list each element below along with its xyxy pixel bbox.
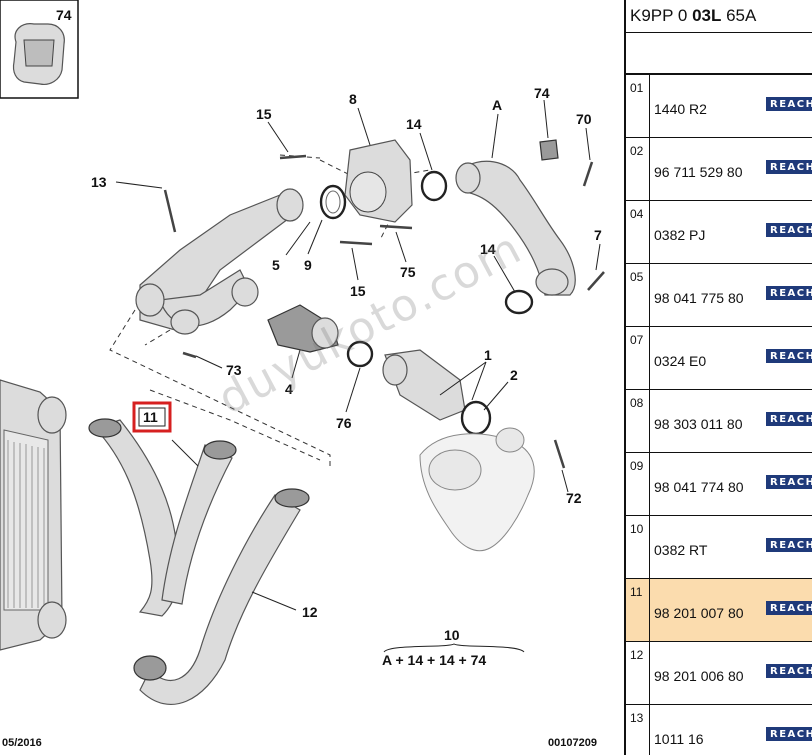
callout-7[interactable]: 7 <box>594 227 602 243</box>
part-reference: 0382 PJ <box>654 227 706 243</box>
row-index: 08 <box>626 390 650 452</box>
reach-badge[interactable]: REACH <box>766 475 812 489</box>
callout-74[interactable]: 74 <box>534 85 550 101</box>
reach-badge[interactable]: REACH <box>766 223 812 237</box>
turbocharger <box>419 427 535 552</box>
footer-date: 05/2016 <box>2 737 42 749</box>
callout-10: 10 <box>444 627 460 643</box>
hose-12[interactable] <box>133 488 310 706</box>
svg-text:11: 11 <box>143 409 158 425</box>
callout-13[interactable]: 13 <box>91 174 107 190</box>
kit-formula: A + 14 + 14 + 74 <box>382 652 486 668</box>
callout-8[interactable]: 8 <box>349 91 357 107</box>
callout-5[interactable]: 5 <box>272 257 280 273</box>
leader-lines <box>115 99 601 611</box>
o-ring-2 <box>460 400 492 436</box>
callout-73[interactable]: 73 <box>226 362 242 378</box>
part-reference: 98 201 007 80 <box>654 605 744 621</box>
kit-10-label[interactable]: 10 A + 14 + 14 + 74 <box>382 627 525 668</box>
part-reference: 1011 16 <box>654 731 704 747</box>
callout-72[interactable]: 72 <box>566 490 582 506</box>
throttle-body-8[interactable] <box>344 139 413 223</box>
o-ring-14-top <box>420 170 448 202</box>
part-reference: 0324 E0 <box>654 353 707 369</box>
part-reference: 0382 RT <box>654 542 708 558</box>
part-reference: 98 303 011 80 <box>654 416 743 432</box>
callout-14-top[interactable]: 14 <box>406 116 422 132</box>
header-spacer <box>626 33 812 75</box>
seal-9 <box>319 184 347 220</box>
callout-15-top[interactable]: 15 <box>256 106 272 122</box>
callout-11-highlighted[interactable]: 11 <box>132 401 172 433</box>
row-index: 02 <box>626 138 650 200</box>
intake-pipe-5[interactable] <box>135 188 304 335</box>
bolts <box>163 154 605 469</box>
reach-badge[interactable]: REACH <box>766 664 812 678</box>
part-reference: 96 711 529 80 <box>654 164 743 180</box>
row-index: 07 <box>626 327 650 389</box>
seal-76 <box>346 340 374 368</box>
part-reference: 98 201 006 80 <box>654 668 744 684</box>
reach-badge[interactable]: REACH <box>766 286 812 300</box>
callout-70[interactable]: 70 <box>576 111 592 127</box>
o-ring-14-lower <box>504 289 534 315</box>
part-reference: 1440 R2 <box>654 101 707 117</box>
footer-reference: 00107209 <box>548 737 597 749</box>
callout-9[interactable]: 9 <box>304 257 312 273</box>
row-index: 01 <box>626 75 650 137</box>
callout-A[interactable]: A <box>492 97 502 113</box>
callout-12[interactable]: 12 <box>302 604 318 620</box>
diagram-canvas: 74 <box>0 0 605 706</box>
reach-badge[interactable]: REACH <box>766 601 812 615</box>
elbow-1[interactable] <box>382 349 466 421</box>
row-index: 10 <box>626 516 650 578</box>
callout-75[interactable]: 75 <box>400 264 416 280</box>
row-index: 12 <box>626 642 650 704</box>
part-reference: 98 041 775 80 <box>654 290 744 306</box>
exploded-parts-diagram: 74 <box>0 0 605 749</box>
callout-15-lower[interactable]: 15 <box>350 283 366 299</box>
row-index: 13 <box>626 705 650 755</box>
reach-badge[interactable]: REACH <box>766 160 812 174</box>
pipe-A[interactable] <box>455 139 576 296</box>
reach-badge[interactable]: REACH <box>766 349 812 363</box>
row-index: 05 <box>626 264 650 326</box>
reach-badge[interactable]: REACH <box>766 97 812 111</box>
reach-badge[interactable]: REACH <box>766 727 812 741</box>
coupler-4[interactable] <box>267 304 339 353</box>
callout-14-lower[interactable]: 14 <box>480 241 496 257</box>
part-reference: 98 041 774 80 <box>654 479 744 495</box>
inset-callout: 74 <box>56 7 72 23</box>
row-index: 09 <box>626 453 650 515</box>
inset-part-74[interactable]: 74 <box>0 0 79 99</box>
callout-76[interactable]: 76 <box>336 415 352 431</box>
reach-badge[interactable]: REACH <box>766 538 812 552</box>
row-index: 11 <box>626 579 650 641</box>
callout-2[interactable]: 2 <box>510 367 518 383</box>
intercooler <box>0 379 67 651</box>
reach-badge[interactable]: REACH <box>766 412 812 426</box>
callout-1[interactable]: 1 <box>484 347 492 363</box>
row-index: 04 <box>626 201 650 263</box>
callout-4[interactable]: 4 <box>285 381 293 397</box>
hose-11[interactable] <box>88 418 237 617</box>
engine-code: K9PP 0 03L 65A <box>626 0 812 33</box>
